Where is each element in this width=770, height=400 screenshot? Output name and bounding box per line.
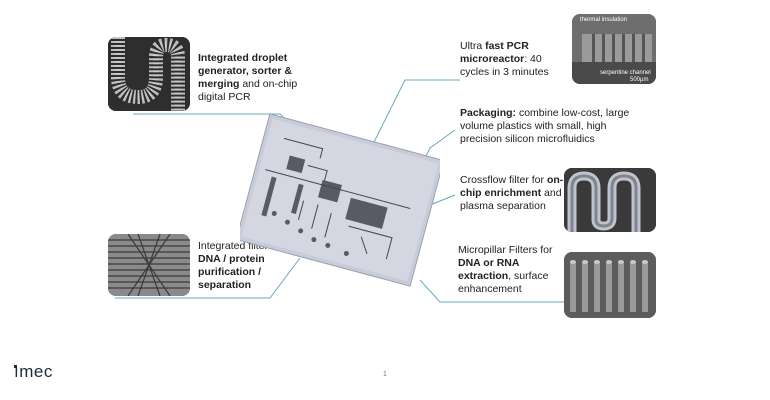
pcr-label-bottom: serpentine channel bbox=[600, 70, 651, 76]
pcr-label-top: thermal insulation bbox=[580, 17, 628, 23]
pcr-label-bold: fast PCR microreactor bbox=[460, 40, 529, 65]
droplet-label-normal: and on-chip digital PCR bbox=[198, 78, 298, 103]
droplet-image-graphic bbox=[108, 37, 190, 111]
crossflow-label-bold: on-chip enrichment bbox=[460, 174, 564, 199]
droplet-label: Integrated droplet generator, sorter & m… bbox=[198, 52, 310, 104]
imec-logo: ımec bbox=[14, 362, 53, 381]
droplet-label-bold: Integrated droplet generator, sorter & m… bbox=[198, 52, 292, 90]
crossflow-label: Crossflow filter for on-chip enrichment … bbox=[460, 174, 564, 213]
pcr-label: Ultra fast PCR microreactor: 40 cycles i… bbox=[460, 40, 572, 79]
micropillar-image bbox=[564, 252, 656, 318]
filters-label-bold: DNA / protein purification / separation bbox=[198, 253, 265, 291]
pcr-scale: 500µm bbox=[630, 77, 649, 83]
packaging-label-bold: Packaging: bbox=[460, 107, 517, 119]
pcr-image: thermal insulation serpentine channel 50… bbox=[572, 14, 656, 84]
logo-dot bbox=[14, 365, 17, 368]
crossflow-image-graphic bbox=[564, 168, 656, 232]
connector-filters bbox=[115, 257, 301, 299]
micropillar-label: Micropillar Filters for DNA or RNA extra… bbox=[458, 244, 562, 296]
droplet-image bbox=[108, 37, 190, 111]
crossflow-label-normal-post: and plasma separation bbox=[460, 187, 562, 212]
filters-image bbox=[108, 234, 190, 296]
micropillar-label-bold: DNA or RNA extraction bbox=[458, 257, 520, 282]
pcr-label-normal-post: : 40 cycles in 3 minutes bbox=[460, 53, 549, 78]
packaging-label: Packaging: combine low-cost, large volum… bbox=[460, 107, 650, 146]
micropillar-image-graphic bbox=[564, 252, 656, 318]
filters-label: Integrated filters for DNA / protein pur… bbox=[198, 240, 308, 292]
crossflow-label-normal-pre: Crossflow filter for bbox=[460, 174, 547, 186]
micropillar-label-normal-pre: Micropillar Filters for bbox=[458, 244, 553, 256]
filters-image-graphic bbox=[108, 234, 190, 296]
pcr-label-normal-pre: Ultra bbox=[460, 40, 486, 52]
micropillar-label-normal-post: , surface enhancement bbox=[458, 270, 549, 295]
crossflow-image bbox=[564, 168, 656, 232]
microfluidic-chip bbox=[240, 113, 440, 287]
page-number: 1 bbox=[383, 371, 387, 378]
packaging-label-normal: combine low-cost, large volume plastics … bbox=[460, 107, 630, 145]
pcr-image-graphic bbox=[572, 14, 656, 84]
